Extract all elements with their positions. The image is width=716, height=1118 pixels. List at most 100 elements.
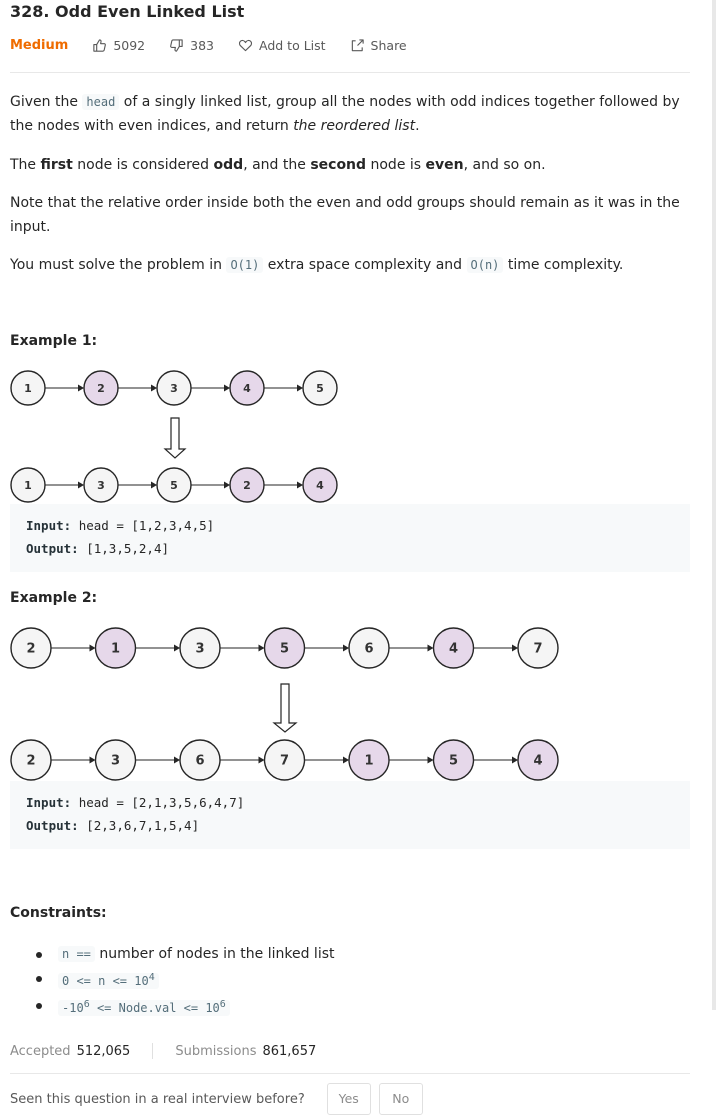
add-to-list-label: Add to List	[259, 38, 326, 53]
constraints-heading: Constraints:	[10, 905, 107, 921]
ex2-before-node-label: 6	[364, 642, 373, 657]
ex2-after-node	[10, 739, 52, 781]
example-2-output-line: Output: [2,3,6,7,1,5,4]	[26, 814, 674, 837]
ex1-after-arrow-head	[297, 481, 303, 489]
constraint-item: n == number of nodes in the linked list	[10, 942, 335, 966]
inline-code: 0 <= n <= 104	[58, 972, 159, 989]
ex2-after-node-label: 3	[111, 754, 120, 769]
superscript: 6	[83, 999, 90, 1010]
ex2-after-node	[517, 739, 559, 781]
inline-code: O(n)	[466, 257, 504, 273]
header-divider	[10, 72, 690, 73]
ex2-before-node	[179, 627, 221, 669]
description-paragraph-1: Given the head of a singly linked list, …	[10, 90, 690, 138]
ex1-after-node	[302, 467, 338, 503]
ex2-before-node-label: 4	[449, 642, 458, 657]
superscript: 4	[148, 972, 155, 983]
bold-text: first	[40, 157, 73, 173]
share-icon	[351, 39, 364, 52]
ex1-before-node	[10, 370, 46, 406]
scrollbar-track[interactable]	[712, 0, 716, 1010]
ex2-after-node-label: 4	[533, 754, 542, 769]
thumbs-up-icon	[93, 39, 107, 52]
no-button[interactable]: No	[378, 1083, 423, 1115]
ex2-before-arrow-head	[89, 644, 96, 652]
ex1-before-node	[302, 370, 338, 406]
down-arrow-icon	[272, 683, 298, 733]
ex2-after-node	[179, 739, 221, 781]
text: The	[10, 157, 41, 173]
problem-title: 328. Odd Even Linked List	[10, 2, 245, 21]
ex2-after-node	[348, 739, 390, 781]
bold-text: odd	[213, 157, 244, 173]
ex1-after-node-label: 5	[170, 479, 178, 492]
description-paragraph-2: The first node is considered odd, and th…	[10, 153, 690, 177]
ex1-before-arrow-head	[151, 384, 157, 392]
yes-button[interactable]: Yes	[326, 1083, 371, 1115]
ex1-before-arrow-head	[78, 384, 84, 392]
thumbs-down-icon	[170, 39, 183, 52]
input-value: head = [2,1,3,5,6,4,7]	[78, 795, 245, 810]
example-1-heading: Example 1:	[10, 333, 98, 349]
text: <= Node.val <= 10	[89, 1001, 220, 1015]
example-2-heading: Example 2:	[10, 590, 98, 606]
input-label: Input:	[26, 518, 72, 533]
text: node is	[366, 157, 426, 173]
like-button[interactable]: 5092	[92, 38, 145, 53]
ex2-after-node-label: 2	[26, 754, 35, 769]
ex2-before-arrow-head	[512, 644, 518, 652]
text: time complexity.	[503, 257, 624, 273]
ex1-before-node-label: 5	[316, 382, 324, 395]
ex1-before-arrow-head	[297, 384, 303, 392]
share-button[interactable]: Share	[350, 38, 407, 53]
ex2-after-arrow-head	[512, 756, 518, 764]
ex1-after-node	[156, 467, 192, 503]
output-value: [2,3,6,7,1,5,4]	[86, 818, 200, 833]
example-1-code-block: Input: head = [1,2,3,4,5] Output: [1,3,5…	[10, 504, 690, 572]
submission-stats: Accepted 512,065 Submissions 861,657	[10, 1043, 316, 1059]
ex2-after-node-label: 7	[280, 754, 289, 769]
submissions-label: Submissions	[175, 1043, 257, 1059]
ex2-after-arrow-head	[343, 756, 349, 764]
example-1-input-line: Input: head = [1,2,3,4,5]	[26, 514, 674, 537]
ex1-before-node	[229, 370, 265, 406]
example-1-output-line: Output: [1,3,5,2,4]	[26, 537, 674, 560]
ex2-before-node-label: 2	[26, 642, 35, 657]
bold-text: second	[310, 157, 367, 173]
ex2-before-arrow-head	[174, 644, 180, 652]
inline-code: n ==	[58, 946, 95, 962]
interview-feedback: Seen this question in a real interview b…	[10, 1083, 423, 1115]
bold-text: even	[425, 157, 464, 173]
description-paragraph-3: Note that the relative order inside both…	[10, 195, 680, 235]
ex2-before-node	[263, 627, 306, 669]
problem-meta-bar: Medium 5092 383 Add to List Share	[10, 38, 431, 53]
ex1-before-node	[83, 370, 119, 406]
ex2-after-arrow-head	[89, 756, 96, 764]
add-to-list-button[interactable]: Add to List	[238, 38, 326, 53]
constraints-list: n == number of nodes in the linked list …	[10, 942, 335, 1020]
ex2-before-node	[348, 627, 390, 669]
ex2-after-arrow-head	[258, 756, 265, 764]
ex1-after-arrow-head	[224, 481, 230, 489]
text: number of nodes in the linked list	[94, 946, 335, 962]
text: node is considered	[72, 157, 214, 173]
ex1-after-node	[83, 467, 119, 503]
dislike-button[interactable]: 383	[169, 38, 214, 53]
ex1-before-node-label: 2	[97, 382, 105, 395]
difficulty-badge: Medium	[10, 38, 69, 53]
ex2-before-node	[94, 627, 137, 669]
like-count: 5092	[113, 38, 146, 53]
stats-divider	[152, 1043, 154, 1059]
feedback-question: Seen this question in a real interview b…	[10, 1091, 305, 1107]
inline-code: head	[82, 94, 120, 110]
ex2-before-node-label: 5	[280, 642, 289, 657]
ex2-before-arrow-head	[427, 644, 434, 652]
text: -10	[62, 1001, 84, 1015]
text: , and so on.	[463, 157, 546, 173]
ex2-before-node	[10, 627, 52, 669]
ex1-before-node-label: 4	[243, 382, 251, 395]
example-2-code-block: Input: head = [2,1,3,5,6,4,7] Output: [2…	[10, 781, 690, 849]
text: Given the	[10, 94, 83, 110]
accepted-label: Accepted	[10, 1043, 71, 1059]
